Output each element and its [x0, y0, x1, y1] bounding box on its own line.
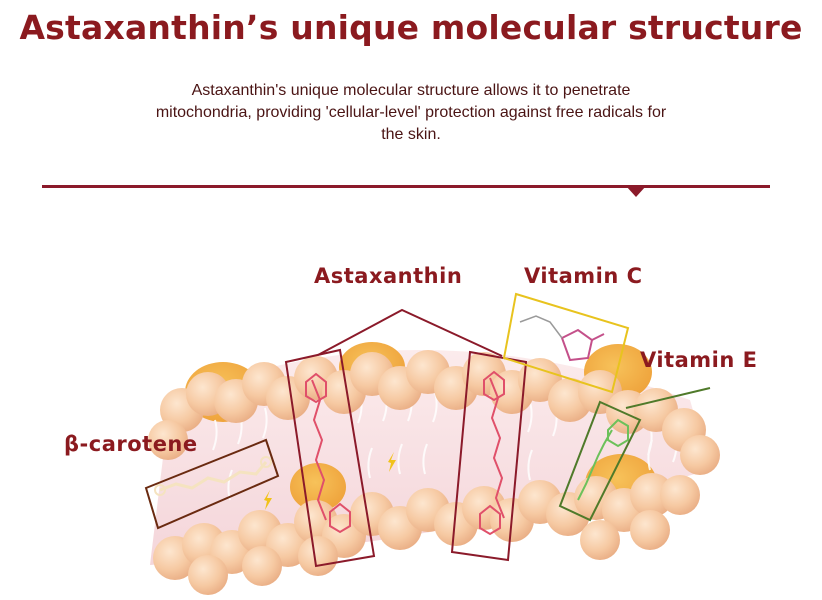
vitamin-e-pointer-line: [625, 387, 711, 409]
free-radical-icons: [264, 452, 396, 510]
beta-carotene-molecule: [154, 456, 272, 496]
beta-carotene-box: [144, 438, 280, 530]
vitamin-e-molecule: [577, 418, 629, 501]
astaxanthin-molecule-right: [479, 370, 505, 536]
vitamin-e-box: [558, 400, 642, 522]
page-description: Astaxanthin's unique molecular structure…: [155, 82, 667, 143]
vitamin-c-box: [502, 292, 630, 394]
divider-notch-icon: [626, 186, 646, 197]
divider-line: [42, 185, 770, 188]
astaxanthin-label: Astaxanthin: [314, 264, 463, 288]
vitamin-c-molecule: [519, 315, 605, 362]
vitamin-c-label: Vitamin C: [524, 264, 643, 288]
astaxanthin-box-left: [284, 348, 376, 568]
astaxanthin-molecule-left: [305, 372, 351, 534]
page-title: Astaxanthin’s unique molecular structure: [19, 8, 803, 47]
lipid-heads-bottom: [153, 473, 700, 595]
beta-carotene-label: β-carotene: [64, 432, 198, 456]
astaxanthin-pointer-lines: [317, 308, 503, 357]
vitamin-e-label: Vitamin E: [640, 348, 758, 372]
